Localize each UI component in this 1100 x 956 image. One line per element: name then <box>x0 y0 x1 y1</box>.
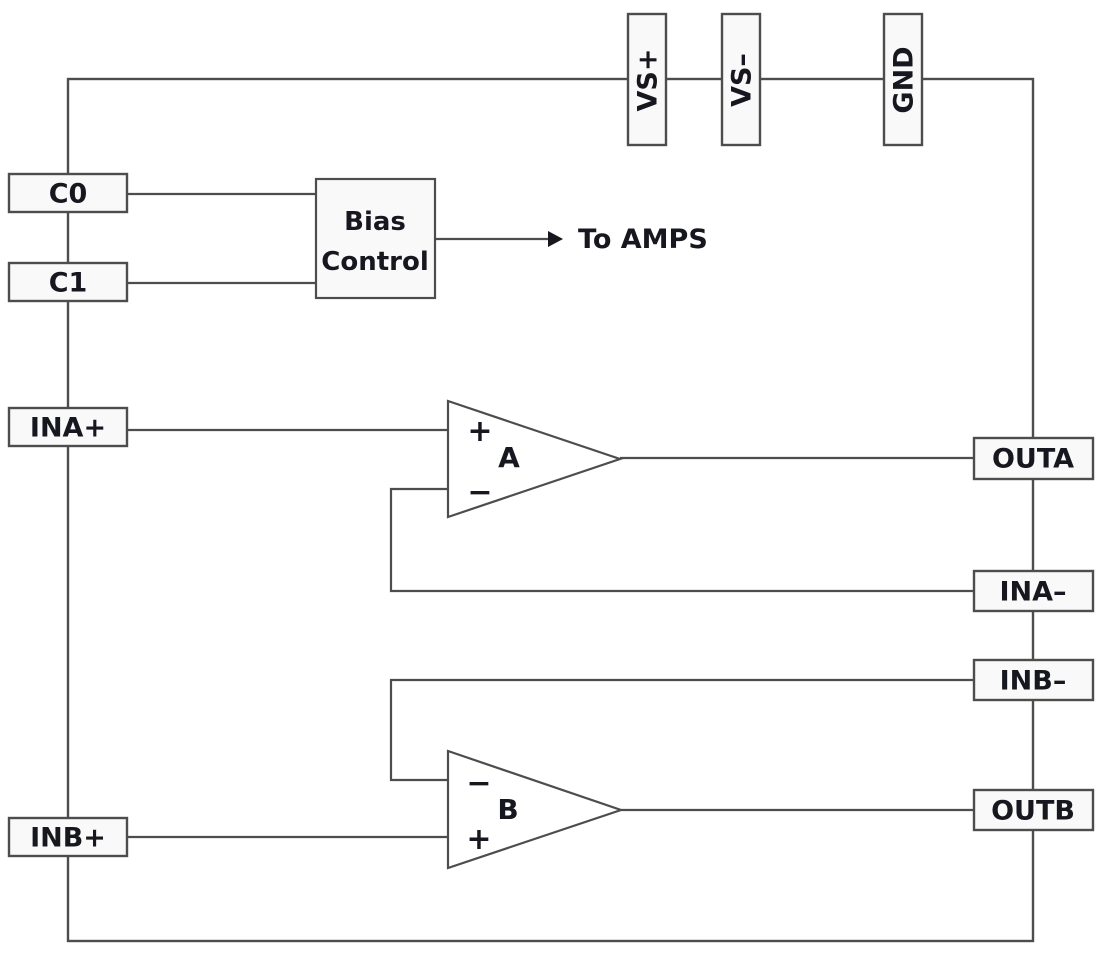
pin-inb-plus: INB+ <box>7 816 129 858</box>
to-amps-arrowhead-icon <box>548 231 563 247</box>
pin-label-inb-minus: INB– <box>1000 666 1067 697</box>
pin-box-inb-plus <box>7 816 129 858</box>
chip-outline <box>66 77 1035 943</box>
pin-ina-plus: INA+ <box>7 406 129 448</box>
pin-label-gnd: GND <box>889 46 920 113</box>
pin-box-ina-minus <box>972 569 1095 613</box>
pin-label-ina-plus: INA+ <box>30 413 106 444</box>
pin-label-vs-plus: VS+ <box>633 49 664 112</box>
pin-box-c0 <box>7 172 129 214</box>
wire-inb-minus-feedback <box>389 678 974 782</box>
opamp-b-label: B <box>497 793 518 826</box>
wire-ina-minus-feedback <box>389 487 974 593</box>
pin-label-inb-plus: INB+ <box>30 823 106 854</box>
pin-label-outa: OUTA <box>992 444 1074 475</box>
pin-box-inb-minus <box>972 658 1095 702</box>
pin-box-ina-plus <box>7 406 129 448</box>
bias-control-label-line1: Bias <box>344 207 406 237</box>
bias-control-block: Bias Control <box>314 177 437 300</box>
opamp-a-label: A <box>498 441 520 474</box>
pin-c0: C0 <box>7 172 129 214</box>
pin-inb-minus: INB– <box>972 658 1095 702</box>
pin-label-c1: C1 <box>49 268 88 299</box>
pin-vs-minus: VS– <box>720 12 762 147</box>
pin-label-ina-minus: INA– <box>999 577 1066 608</box>
pin-gnd: GND <box>882 12 924 147</box>
pin-outa: OUTA <box>972 436 1095 481</box>
opamp-a-triangle <box>446 399 624 519</box>
pin-outb: OUTB <box>972 788 1095 832</box>
pin-label-vs-minus: VS– <box>727 53 758 107</box>
pin-vs-plus: VS+ <box>626 12 668 147</box>
opamp-b-minus-sign: − <box>466 766 491 801</box>
pin-box-vs-plus <box>626 12 668 147</box>
bias-control-box <box>314 177 437 300</box>
opamp-a: + − A <box>446 399 624 519</box>
opamp-a-plus-sign: + <box>467 414 492 449</box>
pin-box-outb <box>972 788 1095 832</box>
pin-label-c0: C0 <box>49 179 88 210</box>
to-amps-label: To AMPS <box>578 224 708 255</box>
pin-box-outa <box>972 436 1095 481</box>
pin-c1: C1 <box>7 261 129 303</box>
opamp-b-plus-sign: + <box>466 822 491 857</box>
opamp-b: − B + <box>446 749 625 870</box>
pin-label-outb: OUTB <box>991 796 1075 827</box>
pin-box-gnd <box>882 12 924 147</box>
opamp-b-triangle <box>446 749 625 870</box>
opamp-a-minus-sign: − <box>467 475 492 510</box>
pin-box-vs-minus <box>720 12 762 147</box>
bias-control-label-line2: Control <box>321 247 428 277</box>
pin-box-c1 <box>7 261 129 303</box>
pin-ina-minus: INA– <box>972 569 1095 613</box>
